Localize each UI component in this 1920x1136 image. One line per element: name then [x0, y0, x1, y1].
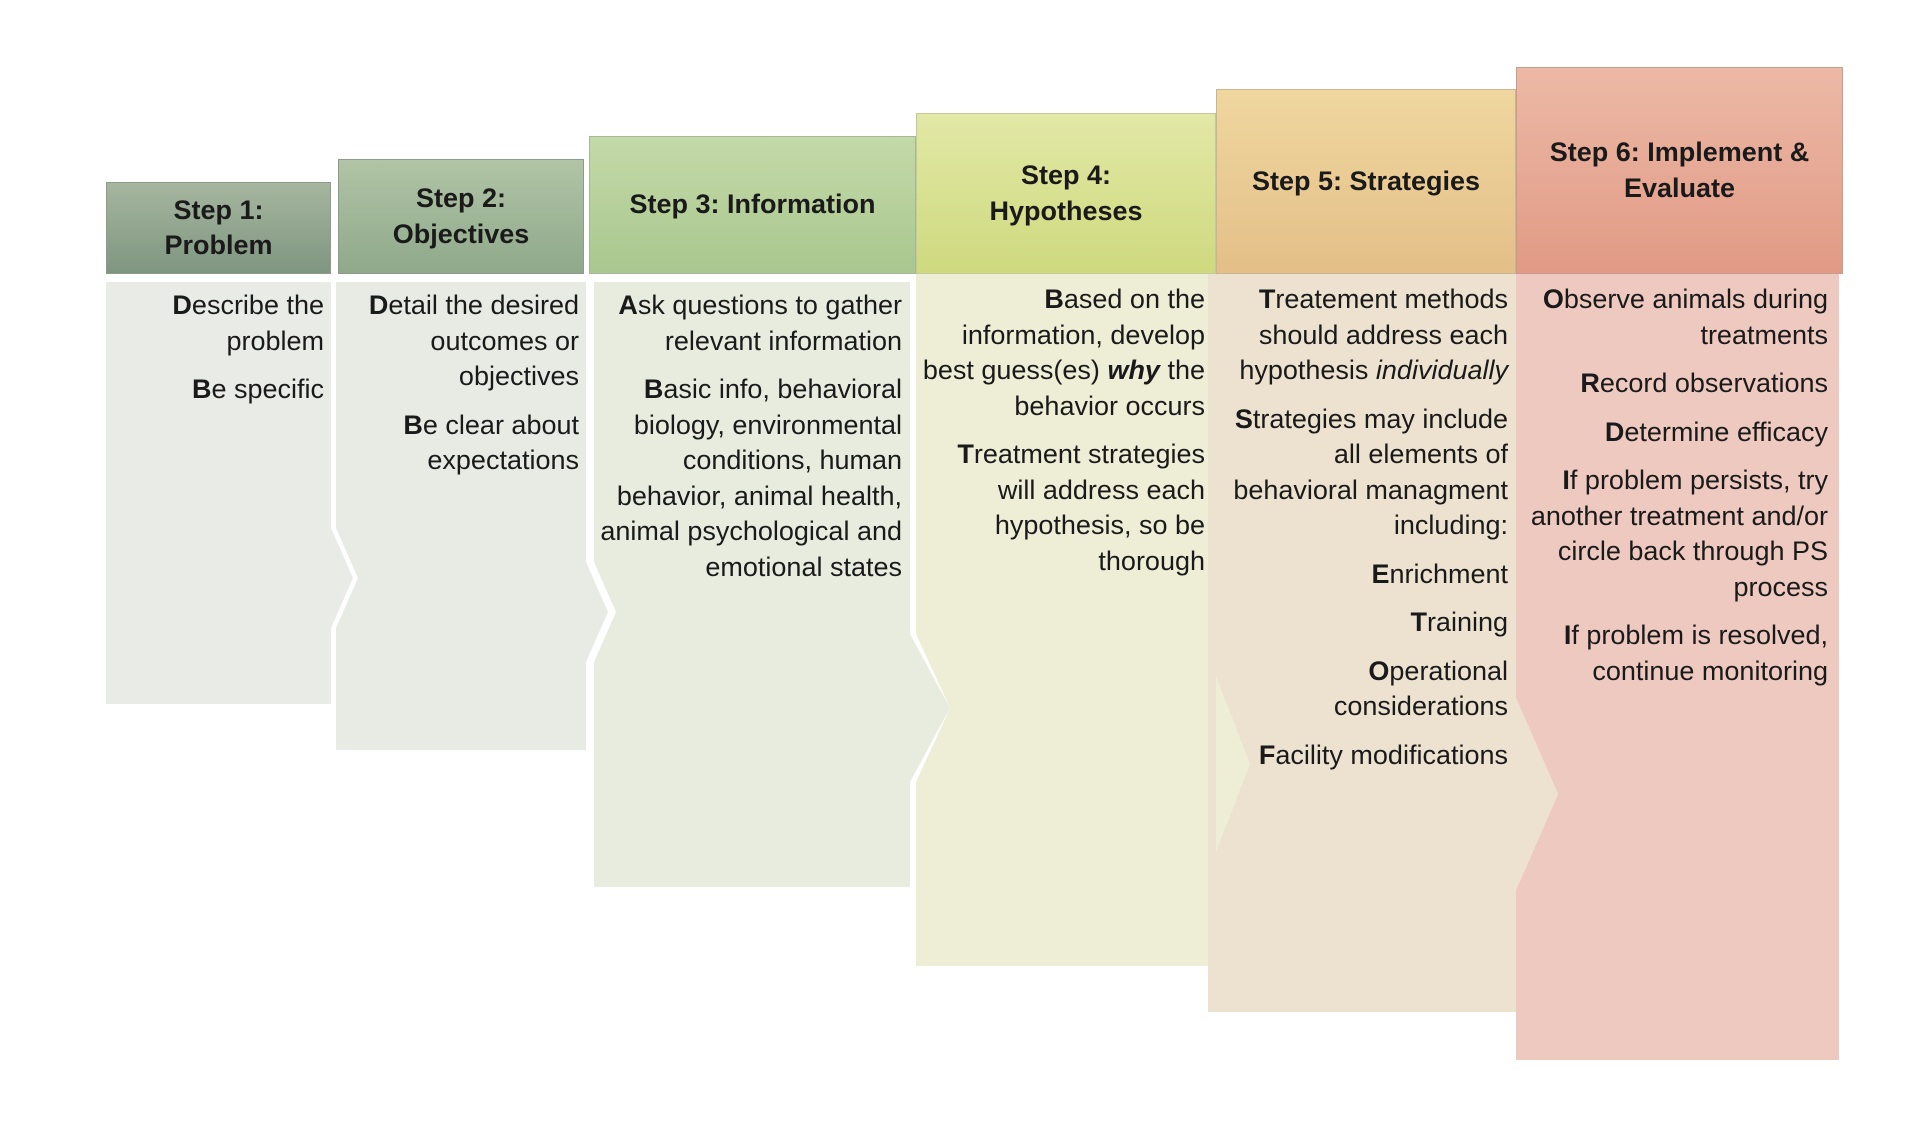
list-item: Detail the desired outcomes or objective…: [368, 290, 579, 391]
step-5-items: Treatement methods should address each h…: [1222, 282, 1508, 786]
step-6-header: Step 6: Implement &Evaluate: [1516, 67, 1843, 274]
step-3-items: Ask questions to gather relevant informa…: [600, 288, 902, 598]
step-1-header: Step 1:Problem: [106, 182, 331, 274]
list-item: If problem persists, try another treatme…: [1530, 465, 1828, 602]
step-4-items: Based on the information, develop best g…: [922, 282, 1205, 592]
step-2-items: Detail the desired outcomes or objective…: [342, 288, 579, 492]
list-item: Training: [1410, 607, 1508, 637]
list-item: Enrichment: [1371, 558, 1508, 589]
step-2-header: Step 2:Objectives: [338, 159, 584, 274]
list-item: Treatement methods should address each h…: [1239, 284, 1508, 385]
step-5-body-panel: [1208, 274, 1516, 1012]
step-1-body-panel: [106, 282, 331, 704]
step-3-chevron-tip: [910, 634, 950, 782]
step-1-items: Describe the problem Be specific: [112, 288, 324, 421]
step-5-chevron-tip: [1516, 698, 1558, 890]
list-item: Determine efficacy: [1604, 416, 1828, 447]
step-1-chevron-tip: [331, 528, 353, 628]
list-item: Operational considerations: [1333, 655, 1508, 722]
step-2-chevron-tip: [586, 562, 608, 662]
step-5-header: Step 5: Strategies: [1216, 89, 1516, 274]
step-6-items: Observe animals during treatments Record…: [1522, 282, 1828, 702]
list-item: Treatment strategies will address each h…: [957, 439, 1205, 576]
step-3-body-panel: [594, 282, 910, 887]
list-item: Describe the problem: [172, 290, 324, 356]
list-item: Facility modifications: [1258, 739, 1508, 770]
list-item: Based on the information, develop best g…: [922, 284, 1205, 421]
list-item: Observe animals during treatments: [1542, 284, 1828, 350]
step-3-header: Step 3: Information: [589, 136, 916, 274]
step-4-header: Step 4:Hypotheses: [916, 113, 1216, 274]
list-item: Strategies may include all elements of b…: [1233, 403, 1508, 541]
step-6-body-panel: [1516, 274, 1839, 1060]
list-item: Record observations: [1580, 368, 1828, 398]
list-item: If problem is resolved, continue monitor…: [1563, 620, 1828, 686]
step-2-body-panel: [336, 282, 586, 750]
list-item: Be specific: [191, 374, 324, 404]
list-item: Be clear about expectations: [403, 409, 579, 476]
list-item: Basic info, behavioral biology, environm…: [600, 374, 902, 582]
list-item: Ask questions to gather relevant informa…: [618, 290, 902, 356]
step-4-body-panel: [916, 274, 1216, 966]
step-4-chevron-tip: [1216, 676, 1250, 852]
